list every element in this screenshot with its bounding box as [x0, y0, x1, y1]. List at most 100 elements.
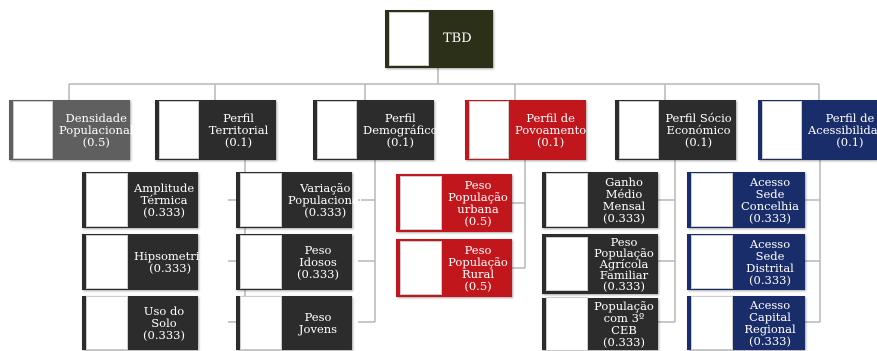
node-acesso-sede-distrital: Acesso Sede Distrital (0.333) — [687, 234, 805, 290]
category-label-line: (0.1) — [386, 135, 414, 149]
node-label-line: População — [594, 245, 654, 260]
rural-population-map-icon — [400, 241, 442, 295]
node-label-line: Peso — [464, 178, 492, 192]
urban-population-map-icon — [400, 176, 442, 230]
node-label-line: População — [448, 255, 508, 269]
category-label-line: (0.5) — [82, 135, 110, 149]
node-peso-populacao-agricola-familiar: Peso População Agrícola Familiar (0.333) — [542, 234, 658, 294]
category-label-line: Perfil de — [825, 111, 875, 125]
category-label-line: (0.1) — [224, 135, 253, 149]
node-label-line: (0.333) — [297, 267, 339, 281]
portugal-socioeconomic-map-icon — [619, 101, 659, 159]
node-label-line: Térmica — [140, 193, 188, 207]
node-label-line: (0.333) — [304, 205, 347, 219]
category-label-line: Territorial — [208, 123, 269, 137]
category-label-line: Perfil de — [526, 111, 575, 125]
node-peso-populacao-rural: Peso População Rural (0.5) — [396, 239, 512, 297]
node-label-line: Uso do Solo — [143, 304, 185, 330]
node-label-line: (0.333) — [143, 328, 185, 342]
node-amplitude-termica: Amplitude Térmica (0.333) — [82, 172, 198, 228]
node-uso-do-solo: Uso do Solo (0.333) — [82, 296, 198, 350]
node-acesso-capital-regional: Acesso Capital Regional (0.333) — [687, 296, 805, 350]
category-densidade-populacional: Densidade Populacional (0.5) — [9, 100, 134, 160]
node-label-line: Peso Jovens — [298, 310, 338, 336]
node-label-line: Familiar — [599, 267, 649, 282]
node-label-line: urbana (0.5) — [457, 202, 499, 228]
portugal-density-map-icon — [13, 101, 53, 159]
average-income-map-icon — [546, 173, 588, 227]
node-label-line: Peso Idosos — [299, 243, 337, 269]
node-ganho-medio-mensal: Ganho Médio Mensal (0.333) — [542, 172, 658, 228]
node-label-line: (0.333) — [143, 205, 186, 219]
node-label-line: Ganho Médio — [605, 175, 643, 201]
root-node: TBD — [385, 10, 493, 68]
category-label-line: Económico — [666, 123, 731, 137]
thermal-amplitude-map-icon — [86, 173, 128, 227]
node-label-line: (0.333) — [749, 334, 791, 348]
municipal-seat-access-map-icon — [691, 173, 733, 227]
node-label-line: Distrital — [746, 261, 794, 275]
hypsometry-map-icon — [86, 235, 128, 289]
node-label-line: Acesso Sede — [749, 237, 791, 263]
node-peso-idosos: Peso Idosos (0.333) — [236, 234, 352, 290]
node-label-line: (0.333) — [603, 211, 645, 225]
category-perfil-socio-economico: Perfil Sócio Económico (0.1) — [615, 100, 736, 160]
agricultural-population-map-icon — [546, 237, 588, 291]
node-peso-populacao-urbana: Peso População urbana (0.5) — [396, 174, 512, 232]
node-acesso-sede-concelhia: Acesso Sede Concelhia (0.333) — [687, 172, 805, 228]
portugal-territorial-map-icon — [159, 101, 199, 159]
district-seat-access-map-icon — [691, 235, 733, 289]
node-label-line: (0.333) — [149, 261, 192, 275]
node-populacao-3-ceb: População com 3º CEB (0.333) — [542, 297, 658, 351]
node-label-line: Mensal — [602, 199, 646, 213]
root-label: TBD — [443, 31, 472, 46]
node-label-line: Acesso Sede — [749, 175, 791, 201]
node-label-line: Rural (0.5) — [461, 267, 495, 293]
node-label-line: Agrícola — [599, 256, 649, 271]
node-label-line: Hipsometria — [134, 249, 207, 263]
node-label-line: (0.333) — [749, 273, 791, 287]
portugal-map-icon — [389, 12, 429, 66]
node-label-line: (0.333) — [749, 211, 791, 225]
category-label-line: Perfil — [384, 111, 416, 125]
node-label-line: População — [448, 190, 508, 204]
node-label-line: Peso — [610, 234, 638, 249]
portugal-accessibility-map-icon — [762, 101, 802, 159]
category-label-line: Populacional — [59, 123, 134, 137]
node-label-line: Acesso Capital — [749, 298, 791, 324]
category-label-line: Povoamento — [515, 123, 587, 137]
land-use-map-icon — [86, 296, 128, 350]
category-label-line: Perfil — [223, 111, 254, 125]
population-change-map-icon — [240, 173, 282, 227]
category-perfil-povoamento: Perfil de Povoamento (0.1) — [465, 100, 586, 160]
category-label-line: Acessibilidade — [808, 123, 877, 137]
category-label-line: Demográfico — [363, 123, 438, 137]
node-peso-jovens: Peso Jovens — [236, 296, 352, 350]
node-label-line: População — [594, 299, 654, 313]
elderly-share-map-icon — [240, 235, 282, 289]
category-label-line: Densidade — [65, 111, 127, 125]
node-label-line: Amplitude — [134, 181, 195, 195]
node-label-line: Regional — [744, 322, 796, 336]
node-label-line: Peso — [464, 243, 492, 257]
category-label-line: (0.1) — [536, 135, 565, 149]
regional-capital-access-map-icon — [691, 296, 733, 350]
node-label-line: Variação — [300, 181, 351, 195]
node-label-line: com 3º CEB — [603, 311, 645, 337]
youth-share-map-icon — [240, 296, 282, 350]
portugal-settlement-map-icon — [469, 101, 509, 159]
node-label-line: Populacional — [288, 193, 363, 207]
node-label-line: Concelhia — [741, 199, 799, 213]
category-perfil-demografico: Perfil Demográfico (0.1) — [313, 100, 438, 160]
node-label-line: (0.333) — [603, 335, 645, 349]
node-hipsometria: Hipsometria (0.333) — [82, 234, 206, 290]
category-perfil-territorial: Perfil Territorial (0.1) — [155, 100, 276, 160]
category-label-line: (0.1) — [684, 135, 713, 149]
category-perfil-acessibilidade: Perfil de Acessibilidade (0.1) — [758, 100, 877, 160]
category-label-line: (0.1) — [836, 135, 864, 149]
category-label-line: Perfil Sócio — [665, 111, 732, 125]
portugal-demographic-map-icon — [317, 101, 357, 159]
node-variacao-populacional: Variação Populacional (0.333) — [236, 172, 362, 228]
